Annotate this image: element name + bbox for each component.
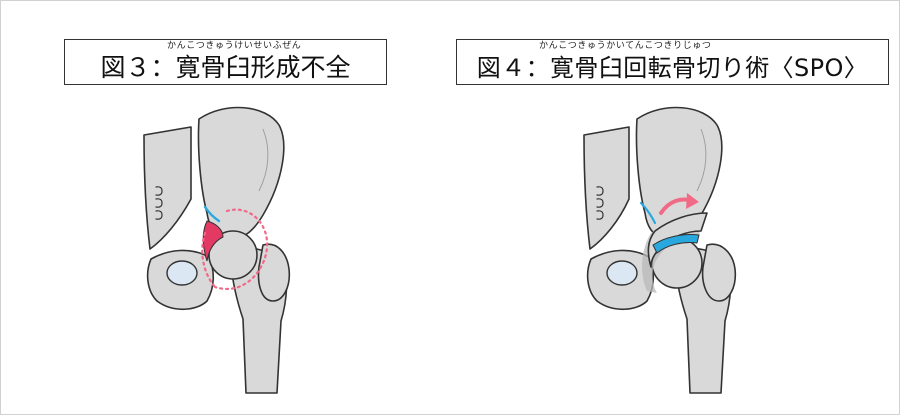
figure-3-title: 図３：寛骨臼形成不全: [100, 53, 351, 82]
figure-4-ruby: かんこつきゅうかいてんこつきりじゅつ: [539, 41, 712, 51]
figure-4-title: 図４：寛骨臼回転骨切り術〈SPO〉: [476, 54, 869, 82]
curved-arrow-icon: [659, 193, 699, 215]
hip-dysplasia-illustration: [143, 106, 291, 394]
ilium-left: [197, 106, 285, 239]
femoral-head-left: [208, 230, 258, 280]
obturator-foramen-right: [606, 260, 638, 286]
figure-3-ruby: かんこつきゅうけいせいふぜん: [167, 41, 302, 51]
figure-3-title-box: かんこつきゅうけいせいふぜん 図３：寛骨臼形成不全: [64, 39, 387, 85]
ideal-acetabulum-dotted-arc: [213, 208, 269, 291]
greater-trochanter-left: [257, 243, 291, 302]
sacral-foramina: [155, 186, 163, 220]
greater-trochanter-right: [701, 243, 737, 302]
sacral-foramina: [596, 186, 604, 220]
sacrum-right: [583, 126, 630, 250]
figure-4-panel: かんこつきゅうかいてんこつきりじゅつ 図４：寛骨臼回転骨切り術〈SPO〉: [451, 1, 899, 414]
figure-4-title-box: かんこつきゅうかいてんこつきりじゅつ 図４：寛骨臼回転骨切り術〈SPO〉: [456, 39, 889, 85]
obturator-foramen-left: [166, 260, 198, 286]
acetabular-cartilage: [652, 234, 700, 254]
sacrum-left: [143, 126, 192, 250]
spo-illustration: [583, 106, 737, 394]
figure-3-panel: かんこつきゅうけいせいふぜん 図３：寛骨臼形成不全: [1, 1, 451, 414]
acetabular-edge: [203, 205, 221, 223]
